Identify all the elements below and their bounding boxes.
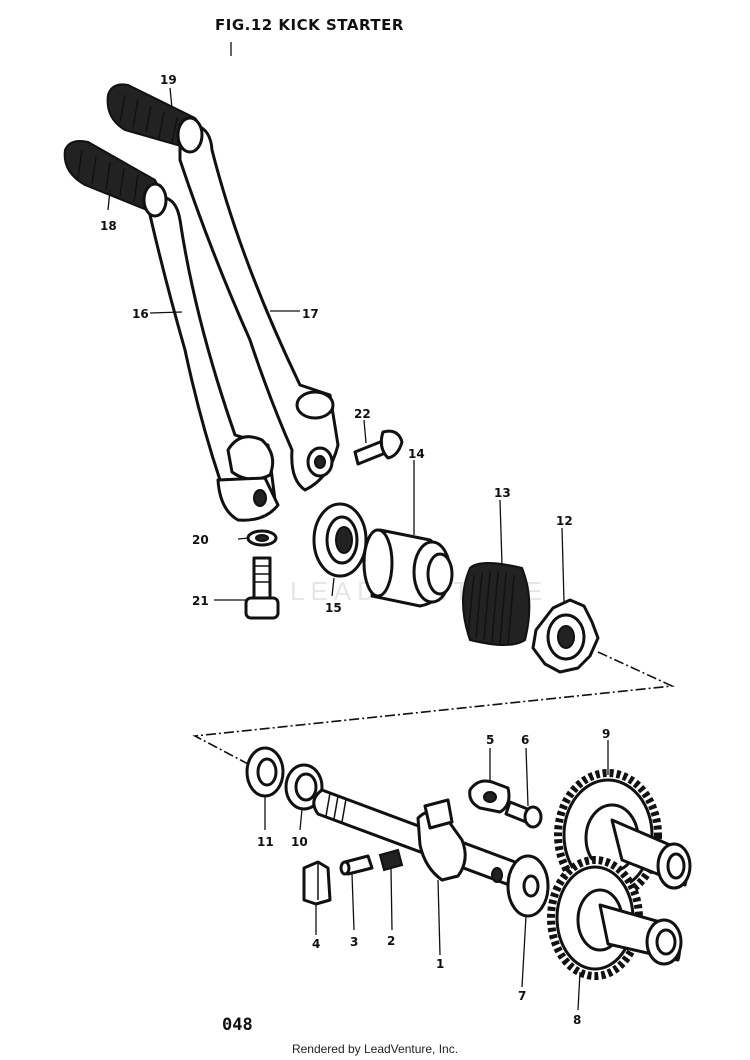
bolt-22 — [353, 429, 404, 466]
figure-title: FIG.12 KICK STARTER — [215, 16, 404, 34]
pin-3 — [339, 854, 374, 876]
callout-16: 16 — [132, 307, 149, 321]
page-number: 048 — [222, 1015, 253, 1035]
grip-19 — [106, 83, 204, 154]
stopper-4 — [302, 860, 332, 906]
callout-13: 13 — [494, 486, 511, 500]
callout-14: 14 — [408, 447, 425, 461]
bolt-21 — [244, 556, 280, 620]
callout-18: 18 — [100, 219, 117, 233]
washer-7 — [506, 854, 550, 918]
callout-1: 1 — [436, 957, 444, 971]
footer-credit: Rendered by LeadVenture, Inc. — [291, 1042, 459, 1056]
callout-17: 17 — [302, 307, 319, 321]
callout-10: 10 — [291, 835, 308, 849]
callout-5: 5 — [486, 733, 494, 747]
callout-20: 20 — [192, 533, 209, 547]
gear-8 — [547, 856, 683, 980]
spring-2 — [378, 848, 404, 872]
callout-11: 11 — [257, 835, 274, 849]
center-line — [192, 651, 675, 766]
washer-11 — [245, 746, 285, 798]
callout-12: 12 — [556, 514, 573, 528]
grip-18 — [63, 140, 168, 218]
leader-lines — [107, 87, 609, 1011]
callout-21: 21 — [192, 594, 209, 608]
callout-6: 6 — [521, 733, 529, 747]
oil-seal-15 — [312, 502, 368, 578]
retainer-12 — [531, 598, 600, 674]
guide-5 — [468, 779, 511, 814]
callout-19: 19 — [160, 73, 177, 87]
kick-lever-16 — [148, 196, 280, 522]
callout-8: 8 — [573, 1013, 581, 1027]
callout-22: 22 — [354, 407, 371, 421]
spring-13 — [462, 562, 531, 646]
callout-15: 15 — [325, 601, 342, 615]
callout-2: 2 — [387, 934, 395, 948]
guide-14 — [362, 528, 454, 608]
screw-6 — [504, 800, 543, 829]
callout-4: 4 — [312, 937, 320, 951]
callout-3: 3 — [350, 935, 358, 949]
kick-lever-17 — [178, 122, 340, 492]
callout-7: 7 — [518, 989, 526, 1003]
callout-9: 9 — [602, 727, 610, 741]
washer-10 — [284, 763, 324, 811]
